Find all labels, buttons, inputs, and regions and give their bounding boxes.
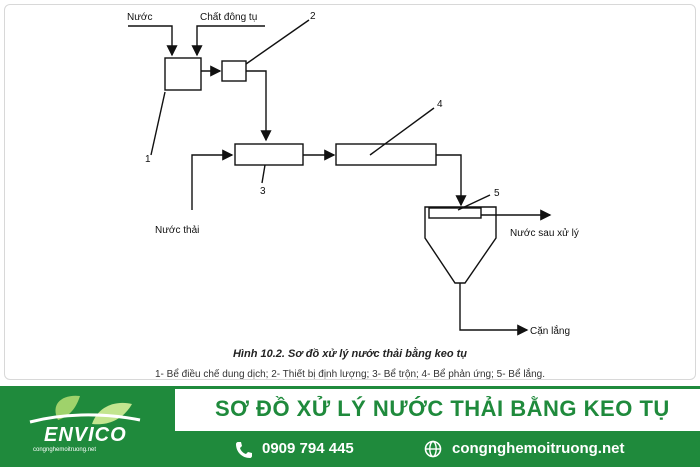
- sludge-outlet-line: [459, 283, 529, 336]
- leader-4: [369, 107, 435, 156]
- figure-caption-title: Hình 10.2. Sơ đồ xử lý nước thải bằng ke…: [232, 348, 467, 360]
- banner-title: SƠ ĐỒ XỬ LÝ NƯỚC THẢI BẰNG KEO TỤ: [215, 396, 670, 421]
- wastewater-inlet-line: [191, 149, 234, 210]
- figure-caption-legend: 1- Bể điều chế dung dịch; 2- Thiết bị đị…: [155, 369, 545, 380]
- num-1: 1: [145, 154, 151, 165]
- flow-4-to-5: [436, 154, 467, 207]
- label-coagulant: Chất đông tụ: [200, 11, 257, 23]
- num-4: 4: [437, 99, 443, 110]
- coagulant-inlet-line: [191, 25, 265, 57]
- settler-inner-top: [428, 207, 482, 219]
- globe-icon: [424, 440, 442, 458]
- tank-4-reaction: [335, 143, 437, 166]
- num-3: 3: [260, 186, 266, 197]
- logo[interactable]: [0, 386, 175, 467]
- num-5: 5: [494, 188, 500, 199]
- flow-2-to-3: [246, 70, 272, 142]
- leader-1: [150, 91, 166, 156]
- diagram-frame: [4, 4, 696, 380]
- website-link[interactable]: congnghemoitruong.net: [452, 440, 625, 457]
- leader-3: [261, 164, 266, 184]
- label-wastewater: Nước thải: [155, 225, 199, 236]
- phone-icon: [236, 442, 252, 458]
- logo-subtext: congnghemoitruong.net: [33, 447, 97, 453]
- tank-5-settling: [424, 206, 497, 284]
- water-inlet-line: [128, 25, 178, 57]
- logo-text: ENVICO: [44, 424, 127, 446]
- leader-2: [245, 19, 310, 65]
- leader-5: [457, 194, 491, 211]
- device-2-dosing: [221, 60, 247, 82]
- tank-3-mixing: [234, 143, 304, 166]
- phone-number[interactable]: 0909 794 445: [262, 440, 354, 457]
- banner-title-panel: [175, 389, 700, 431]
- label-water: Nước: [127, 12, 152, 23]
- label-sludge: Cặn lắng: [530, 324, 570, 337]
- tank-1-solution-prep: [164, 57, 202, 91]
- num-2: 2: [310, 11, 316, 22]
- label-treated: Nước sau xử lý: [510, 227, 579, 239]
- leaf-logo-icon: [29, 395, 141, 425]
